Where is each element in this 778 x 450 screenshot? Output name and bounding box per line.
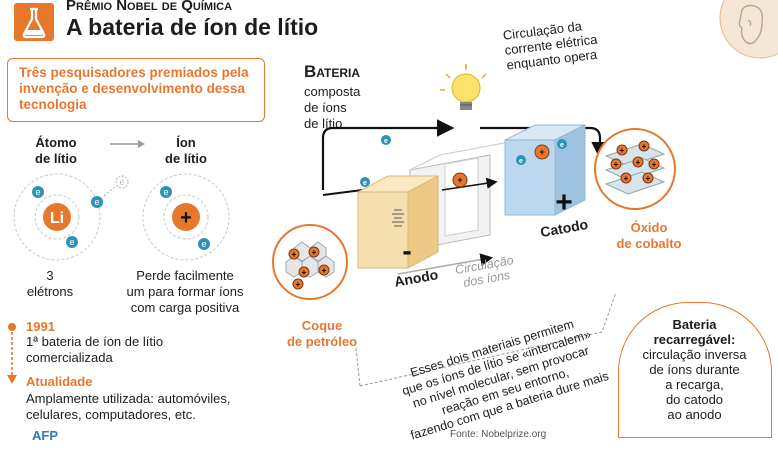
svg-text:-: -: [402, 235, 411, 266]
timeline-text-1991-line2: comercializada: [26, 350, 113, 365]
svg-text:e: e: [201, 239, 206, 249]
page-title: A bateria de íon de lítio: [66, 14, 319, 40]
svg-text:+: +: [652, 160, 657, 169]
nobel-medal-icon: [719, 0, 778, 59]
svg-text:+: +: [620, 146, 625, 155]
svg-text:+: +: [180, 207, 192, 229]
intercalation-bracket: [355, 291, 617, 387]
ion-label-line1: Íon: [176, 135, 196, 150]
atom-label-line2: de lítio: [35, 151, 77, 166]
svg-text:e: e: [35, 187, 40, 197]
ion-nucleus: [172, 203, 200, 231]
anode-material-line1: Coque: [301, 318, 343, 333]
ion-electron-1: [160, 186, 172, 198]
battery-diagram: - + + + e e e e: [321, 64, 609, 275]
cathode-material-label: Óxido de cobalto: [604, 220, 694, 252]
svg-text:e: e: [519, 158, 523, 165]
svg-text:e: e: [560, 142, 564, 149]
ion-label: Íon de lítio: [146, 135, 226, 167]
petroleum-coke-zoom: + + + + +: [272, 224, 348, 300]
svg-text:e: e: [384, 138, 388, 145]
ion-caption-line1: Perde facilmente: [136, 268, 234, 283]
ion-caption-line3: com carga positiva: [130, 300, 240, 315]
svg-text:e: e: [363, 180, 367, 187]
ion-caption-line2: um para formar íons: [126, 284, 244, 299]
ion-caption: Perde facilmente um para formar íons com…: [105, 268, 265, 316]
atom-label: Átomo de lítio: [16, 135, 96, 167]
atom-label-line1: Átomo: [35, 135, 77, 150]
cobalt-oxide-zoom: + + + + + + +: [594, 128, 676, 210]
lithium-ion-diagram: + e e: [142, 173, 230, 261]
svg-text:e: e: [94, 197, 99, 207]
electron-1: [32, 186, 44, 198]
header-icon-box: [14, 3, 54, 41]
svg-text:+: +: [457, 175, 462, 185]
cathode-material-line2: de cobalto: [616, 236, 682, 251]
timeline-text-1991-line1: 1ª bateria de íon de lítio: [26, 334, 164, 349]
atom-caption-line2: elétrons: [26, 284, 74, 299]
svg-text:+: +: [642, 142, 647, 151]
anode-cube: -: [357, 175, 439, 269]
svg-text:+: +: [555, 186, 573, 219]
battery-desc-line2: de íons: [304, 100, 347, 115]
electron-2: [66, 236, 78, 248]
arrow-atom-to-ion: [110, 140, 145, 148]
svg-text:+: +: [292, 250, 297, 259]
svg-text:+: +: [636, 158, 641, 167]
anode-material-label: Coque de petróleo: [280, 318, 364, 350]
rechargeable-line1: circulação inversa: [642, 347, 747, 362]
svg-text:+: +: [296, 280, 301, 289]
svg-text:+: +: [539, 147, 544, 157]
svg-text:e: e: [119, 177, 124, 187]
ion-electron-2: [198, 238, 210, 250]
lightbulb-icon: [440, 64, 487, 110]
lithium-atom-diagram: Li e e e e: [13, 173, 129, 261]
afp-logo: AFP: [32, 428, 58, 443]
cathode-cube: +: [504, 124, 586, 219]
rechargeable-title-line1: Bateria: [672, 317, 717, 332]
svg-text:+: +: [646, 174, 651, 183]
ion-label-line2: de lítio: [165, 151, 207, 166]
header-supertitle: Prêmio Nobel de Química: [66, 0, 233, 14]
flask-icon: [22, 7, 46, 39]
intro-box: Três pesquisadores premiados pela invenç…: [7, 58, 265, 122]
timeline-text-atualidade-line1: Amplamente utilizada: automóviles,: [26, 391, 231, 406]
rechargeable-box: Bateria recarregável: circulação inversa…: [618, 302, 772, 438]
cathode-material-line1: Óxido: [630, 220, 668, 235]
svg-text:Li: Li: [50, 210, 64, 227]
rechargeable-line2: de íons durante: [649, 362, 740, 377]
svg-text:e: e: [163, 187, 168, 197]
timeline-text-atualidade-line2: celulares, computadores, etc.: [26, 407, 196, 422]
timeline-year-atualidade: Atualidade: [26, 374, 93, 389]
rechargeable-line4: do catodo: [665, 392, 724, 407]
intro-text: Três pesquisadores premiados pela invenç…: [19, 65, 249, 112]
svg-text:e: e: [69, 237, 74, 247]
svg-text:+: +: [322, 266, 327, 275]
battery-title: Bateria: [304, 62, 361, 81]
escaping-electron: [115, 175, 129, 189]
svg-text:+: +: [312, 248, 317, 257]
timeline-line: [7, 323, 17, 384]
atom-caption-line1: 3: [46, 268, 54, 283]
source-text: Fonte: Nobelprize.org: [450, 429, 547, 440]
svg-text:+: +: [624, 174, 629, 183]
atom-caption: 3 elétrons: [20, 268, 80, 300]
anode-material-line2: de petróleo: [286, 334, 358, 349]
rechargeable-title-line2: recarregável:: [653, 332, 736, 347]
rechargeable-line5: ao anodo: [667, 407, 722, 422]
rechargeable-line3: a recarga,: [665, 377, 724, 392]
battery-desc-line1: composta: [304, 84, 361, 99]
lithium-nucleus: [43, 203, 71, 231]
svg-text:+: +: [614, 160, 619, 169]
electron-3: [91, 196, 103, 208]
svg-text:+: +: [302, 268, 307, 277]
timeline-year-1991: 1991: [26, 319, 55, 334]
